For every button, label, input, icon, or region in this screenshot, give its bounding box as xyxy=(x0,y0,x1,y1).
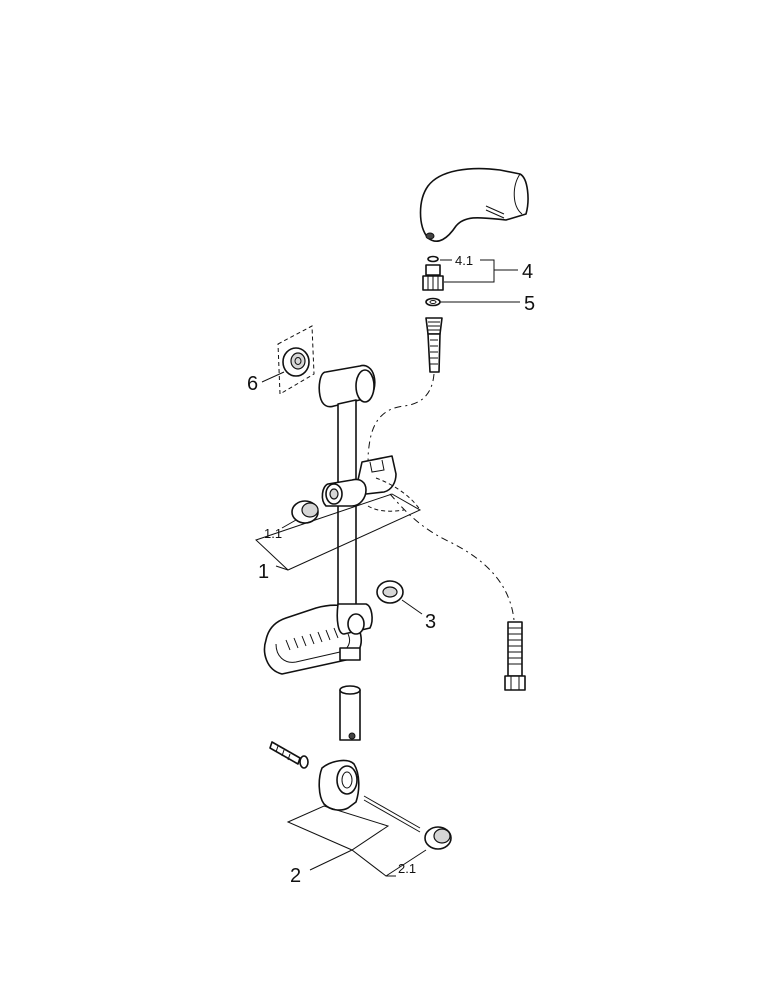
lower-bracket xyxy=(269,741,452,850)
label-1-1: 1.1 xyxy=(264,526,282,541)
leader-lines xyxy=(255,259,520,877)
washer xyxy=(425,297,441,307)
slider-holder xyxy=(321,455,421,512)
label-2-1: 2.1 xyxy=(398,861,416,876)
shower-hose xyxy=(367,317,526,691)
label-1: 1 xyxy=(258,561,269,583)
label-5: 5 xyxy=(524,293,535,315)
lower-rail-tube xyxy=(339,647,361,741)
connector-nut xyxy=(422,255,444,291)
label-2: 2 xyxy=(290,865,301,887)
wall-flange xyxy=(277,325,315,395)
label-3: 3 xyxy=(425,611,436,633)
label-6: 6 xyxy=(247,373,258,395)
shower-rail xyxy=(318,364,376,625)
soap-dish xyxy=(263,603,373,675)
label-4-1: 4.1 xyxy=(455,253,473,268)
rail-ring xyxy=(376,580,404,604)
cover-cap xyxy=(291,500,319,524)
label-4: 4 xyxy=(522,261,533,283)
hand-shower-head xyxy=(419,167,529,242)
